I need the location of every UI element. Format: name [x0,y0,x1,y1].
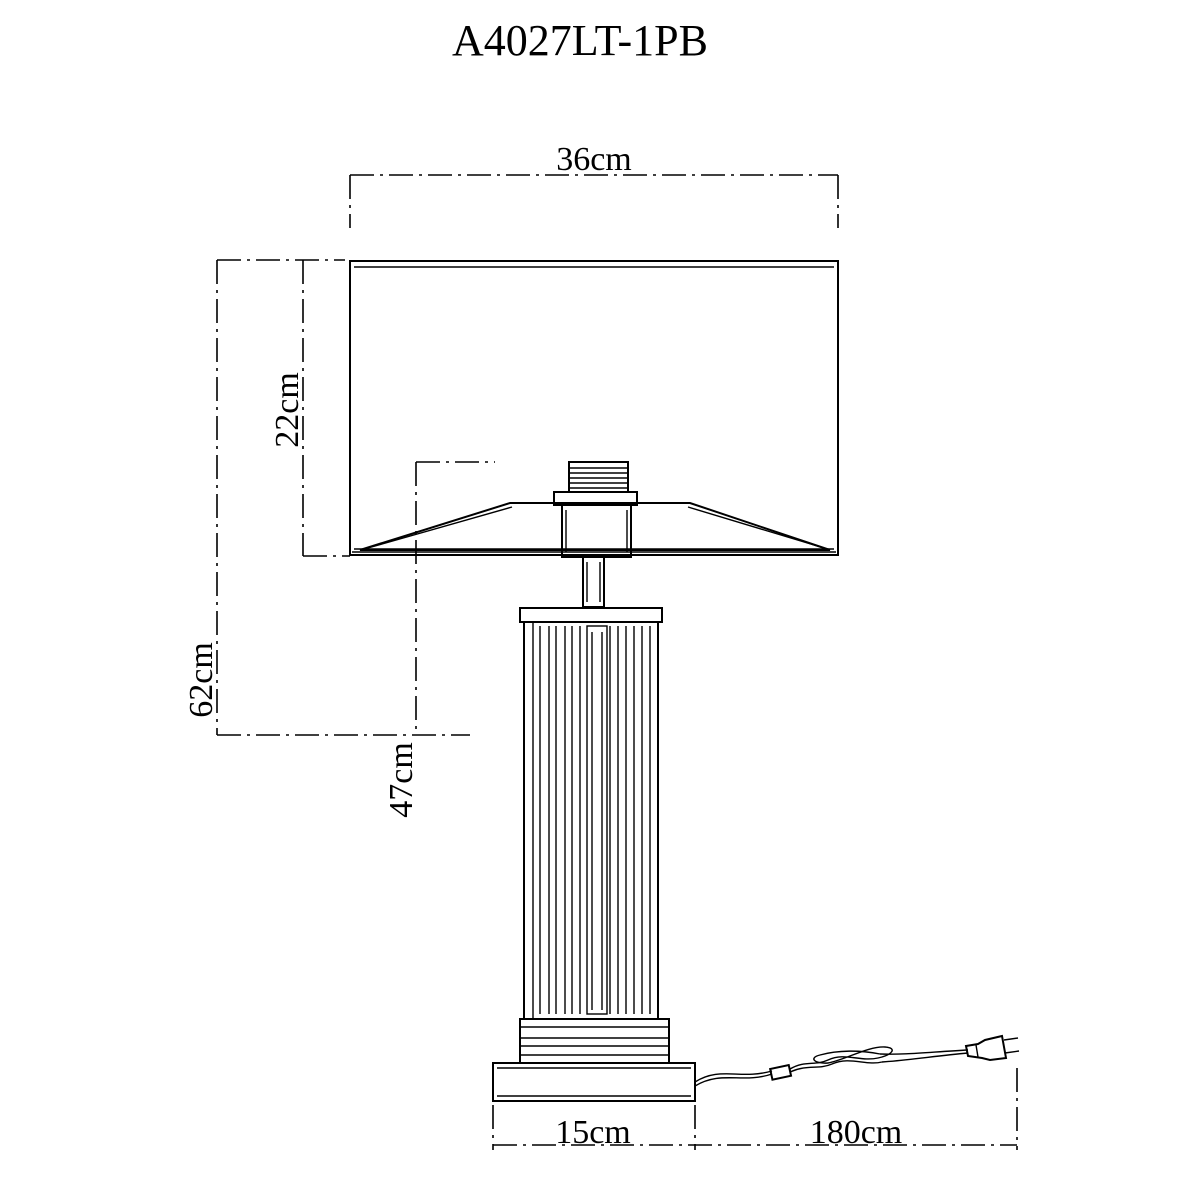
lamp-base [492,1062,696,1102]
cord-length-label: 180cm [810,1114,903,1151]
plug-icon [964,1034,1020,1062]
lamp-column [519,607,663,1020]
socket-height-label: 47cm [383,742,420,818]
lamp-collar [519,1018,670,1064]
cord-switch-icon [768,1063,793,1081]
shade-height-dimension: 22cm [269,260,350,557]
total-height-label: 62cm [183,642,220,718]
lamp-stem [582,556,605,608]
model-title: A4027LT-1PB [452,16,708,65]
socket-height-dimension: 47cm [383,461,495,818]
shade-width-dimension: 36cm [349,141,839,228]
shade-width-label: 36cm [556,141,632,178]
lamp-shade [349,260,839,556]
bulb-socket [553,461,638,558]
bottom-dimensions: 15cm 180cm [492,1068,1018,1151]
total-height-dimension: 62cm [183,259,470,736]
power-cord [694,1034,1020,1087]
base-width-label: 15cm [555,1114,631,1151]
shade-height-label: 22cm [269,372,306,448]
